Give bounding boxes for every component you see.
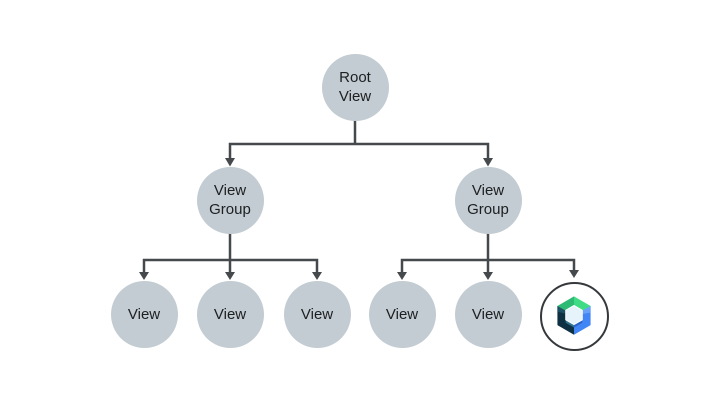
node-root-view: Root View [321,53,389,121]
arrowhead-group-left [225,158,235,167]
node-view-2: View [196,280,264,348]
arrowhead-view-3 [312,272,322,280]
node-view-1: View [110,280,178,348]
edge-root-to-groups [228,120,490,159]
arrowhead-group-right [483,158,493,167]
node-label-view-5: View [471,305,505,323]
arrowhead-view-5 [483,272,493,280]
arrowhead-view-2 [225,272,235,280]
arrowhead-view-1 [139,272,149,280]
node-view-group-right: View Group [454,166,522,234]
node-label-view-group-right: View Group [467,182,509,218]
edge-groupleft-to-views [142,233,319,273]
node-label-view-1: View [127,305,161,323]
edge-groupright-to-views [400,233,576,273]
node-label-view-4: View [385,305,419,323]
node-label-view-3: View [300,305,334,323]
node-label-view-2: View [213,305,247,323]
node-label-view-group-left: View Group [209,182,251,218]
arrowhead-view-4 [397,272,407,280]
node-compose [539,281,609,351]
jetpack-compose-logo-icon [557,296,591,335]
node-view-5: View [454,280,522,348]
arrowhead-compose [569,270,579,278]
node-view-4: View [368,280,436,348]
node-label-root-view: Root View [338,69,372,105]
node-view-3: View [283,280,351,348]
node-view-group-left: View Group [196,166,264,234]
